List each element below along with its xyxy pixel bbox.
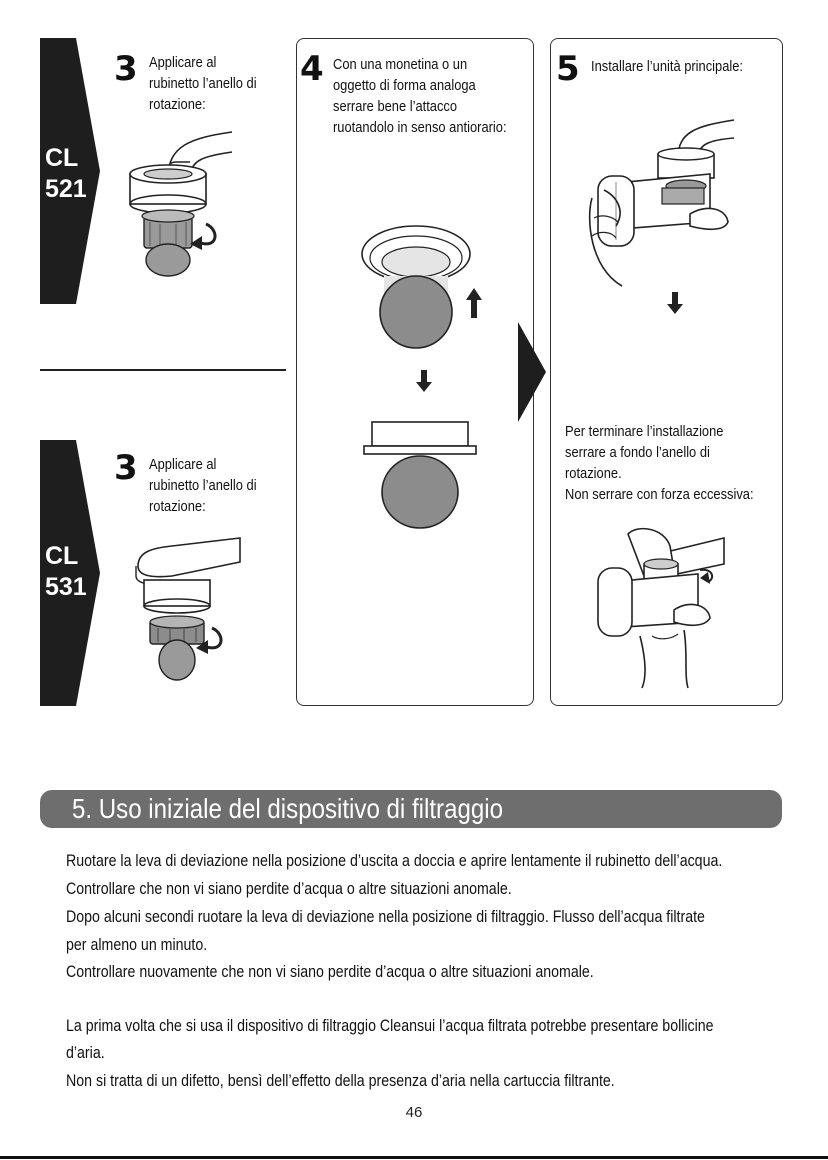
illustration-coin-tighten [361,225,482,349]
step-3-top-line: rotazione: [149,96,206,113]
illustration-cl531-ring [135,537,241,681]
step-3-bottom-line: Applicare al [149,456,217,473]
step-5-note-line: Per terminare l’installazione [565,423,724,440]
step-3-bottom-line: rubinetto l’anello di [149,477,257,494]
section-title: 5. Uso iniziale del dispositivo di filtr… [72,793,503,824]
page-bottom-rule [0,1156,828,1159]
step-3-text-bottom: Applicare al rubinetto l’anello di rotaz… [149,454,257,517]
step-4-panel [296,38,534,706]
body-line: La prima volta che si usa il dispositivo… [66,1017,714,1035]
step-4-line: oggetto di forma analoga [333,77,476,94]
step-4-number: 4 [300,49,324,89]
body-line: per almeno un minuto. [66,936,208,954]
step-5-note-line: serrare a fondo l’anello di [565,444,710,461]
model-label-cl531: CL 531 [45,541,87,603]
model-banner-cl521 [40,38,100,304]
arrow-down-icon [416,370,432,392]
step-5-note-line: Non serrare con forza eccessiva: [565,486,754,503]
step-3-top-line: Applicare al [149,54,217,71]
next-step-arrow-icon [518,322,546,422]
model-label-cl521-l1: CL [45,144,79,172]
step-3-number-top: 3 [114,49,138,89]
model-label-cl531-l1: CL [45,542,79,570]
arrow-down-icon [667,292,683,314]
body-line: Controllare che non vi siano perdite d’a… [66,880,512,898]
illustration-ring-assembled [363,421,477,529]
body-line: Dopo alcuni secondi ruotare la leva di d… [66,908,705,926]
page-number: 46 [405,1104,423,1121]
step-3-bottom-line: rotazione: [149,498,206,515]
section-header-bar: 5. Uso iniziale del dispositivo di filtr… [40,790,782,828]
illustration-cl521-ring [129,131,233,277]
illustration-install-main-unit [588,119,735,287]
step-5-text: Installare l’unità principale: [591,56,743,77]
step-5-note: Per terminare l’installazione serrare a … [565,421,754,505]
step-5-note-line: rotazione. [565,465,622,482]
model-label-cl521-l2: 521 [45,175,87,203]
body-line: Non si tratta di un difetto, bensì dell’… [66,1072,615,1090]
step-4-text: Con una monetina o un oggetto di forma a… [333,54,507,138]
model-label-cl521: CL 521 [45,143,87,205]
step-4-line: serrare bene l’attacco [333,98,458,115]
model-divider [40,369,286,371]
step-4-line: Con una monetina o un [333,56,468,73]
step-4-line: ruotandolo in senso antiorario: [333,119,507,136]
step-3-number-bottom: 3 [114,448,138,488]
model-banner-cl531 [40,440,100,706]
step-3-top-line: rubinetto l’anello di [149,75,257,92]
step-5-number: 5 [556,49,580,89]
step-3-text-top: Applicare al rubinetto l’anello di rotaz… [149,52,257,115]
model-label-cl531-l2: 531 [45,573,87,601]
step-5-line: Installare l’unità principale: [591,58,744,75]
body-line: d’aria. [66,1044,105,1062]
body-line: Ruotare la leva di deviazione nella posi… [66,852,723,870]
body-line: Controllare nuovamente che non vi siano … [66,963,594,981]
illustration-tighten-ring [597,527,725,689]
